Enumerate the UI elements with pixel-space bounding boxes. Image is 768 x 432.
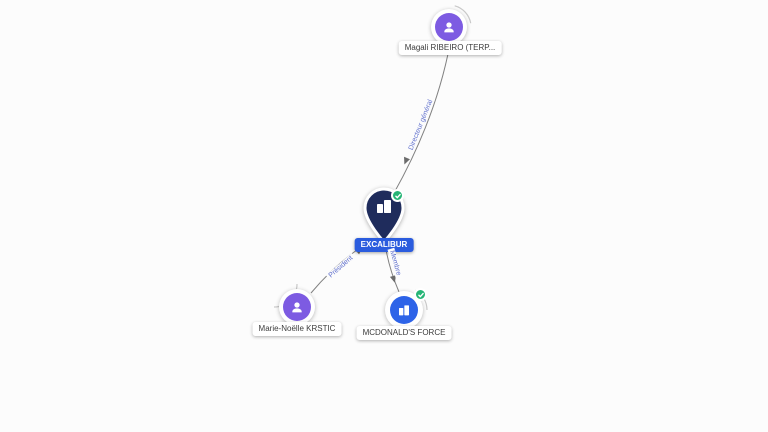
verified-badge-icon bbox=[414, 288, 427, 301]
company-icon bbox=[377, 200, 391, 213]
person-icon bbox=[283, 293, 311, 321]
node-mcdonalds-force[interactable] bbox=[385, 288, 427, 329]
node-label-mcdonalds-force[interactable]: MCDONALD'S FORCE bbox=[356, 326, 452, 340]
verified-badge-icon bbox=[391, 189, 404, 202]
node-label-excalibur[interactable]: EXCALIBUR bbox=[354, 238, 414, 252]
stub-arc-magali bbox=[454, 5, 472, 24]
arrow-directeur-general bbox=[404, 156, 410, 165]
node-marie-noelle-krstic[interactable] bbox=[279, 289, 315, 325]
edge-directeur-general bbox=[393, 43, 451, 194]
node-label-magali-ribeiro[interactable]: Magali RIBEIRO (TERP... bbox=[398, 41, 502, 55]
node-label-marie-noelle-krstic[interactable]: Marie-Noëlle KRSTIC bbox=[252, 322, 342, 336]
person-icon bbox=[435, 13, 463, 41]
node-magali-ribeiro[interactable] bbox=[431, 9, 467, 45]
company-icon bbox=[390, 296, 418, 324]
